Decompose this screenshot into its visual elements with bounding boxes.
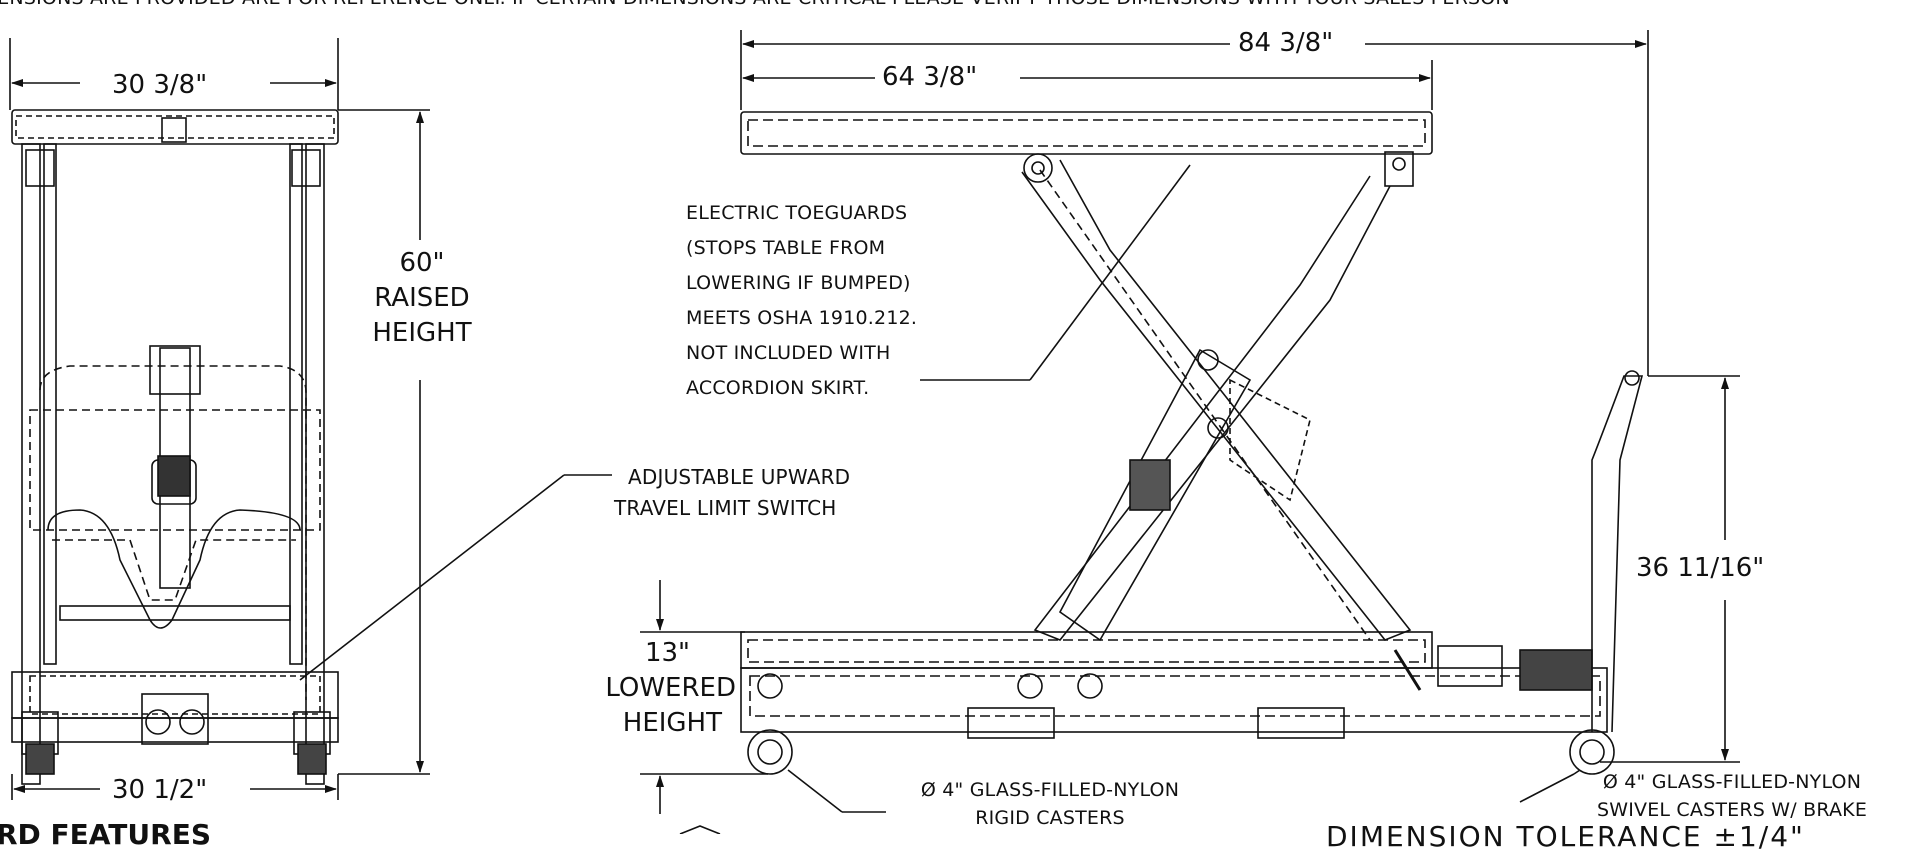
toeguard-line6: ACCORDION SKIRT.	[686, 377, 870, 399]
toeguard-line1: ELECTRIC TOEGUARDS	[686, 202, 908, 224]
header-note: DIMENSIONS ARE PROVIDED ARE FOR REFERENC…	[0, 0, 1510, 13]
tolerance-heading: DIMENSION TOLERANCE ±1/4"	[1326, 820, 1805, 853]
swivel-caster-line2: SWIVEL CASTERS W/ BRAKE	[1596, 799, 1868, 821]
limit-switch-line1: ADJUSTABLE UPWARD	[628, 465, 851, 489]
table-length-label: 64 3/8"	[882, 62, 978, 92]
side-view-drawing	[640, 30, 1740, 834]
toeguard-callout: ELECTRIC TOEGUARDS (STOPS TABLE FROM LOW…	[686, 196, 917, 406]
toeguard-line2: (STOPS TABLE FROM	[686, 237, 886, 259]
drawing	[9, 30, 1740, 834]
lowered-height-value: 13"	[644, 638, 690, 668]
lowered-height-label: 13" LOWERED HEIGHT	[572, 636, 736, 741]
swivel-caster-callout: Ø 4" GLASS-FILLED-NYLON SWIVEL CASTERS W…	[1552, 768, 1912, 824]
toeguard-line3: LOWERING IF BUMPED)	[686, 272, 911, 294]
raised-height-word2: HEIGHT	[372, 318, 472, 349]
handle-height-label: 36 11/16"	[1636, 553, 1765, 583]
bottom-width-label: 30 1/2"	[112, 775, 208, 805]
raised-height-label: 60" RAISED HEIGHT	[352, 246, 492, 351]
rigid-caster-callout: Ø 4" GLASS-FILLED-NYLON RIGID CASTERS	[880, 776, 1220, 832]
toeguard-line4: MEETS OSHA 1910.212.	[686, 307, 918, 329]
rigid-caster-line2: RIGID CASTERS	[975, 807, 1125, 829]
toeguard-line5: NOT INCLUDED WITH	[686, 342, 891, 364]
lowered-height-word2: HEIGHT	[622, 708, 722, 739]
raised-height-word1: RAISED	[374, 283, 470, 314]
rigid-caster-line1: Ø 4" GLASS-FILLED-NYLON	[920, 779, 1180, 801]
features-heading: RD FEATURES	[0, 818, 211, 851]
limit-switch-line2: TRAVEL LIMIT SWITCH	[614, 496, 837, 520]
limit-switch-callout: ADJUSTABLE UPWARD TRAVEL LIMIT SWITCH	[614, 462, 850, 524]
raised-height-value: 60"	[399, 248, 445, 278]
top-width-label: 30 3/8"	[112, 70, 208, 100]
lowered-height-word1: LOWERED	[605, 673, 736, 704]
overall-length-label: 84 3/8"	[1238, 28, 1334, 58]
end-view-drawing	[9, 38, 612, 800]
swivel-caster-line1: Ø 4" GLASS-FILLED-NYLON	[1602, 771, 1862, 793]
